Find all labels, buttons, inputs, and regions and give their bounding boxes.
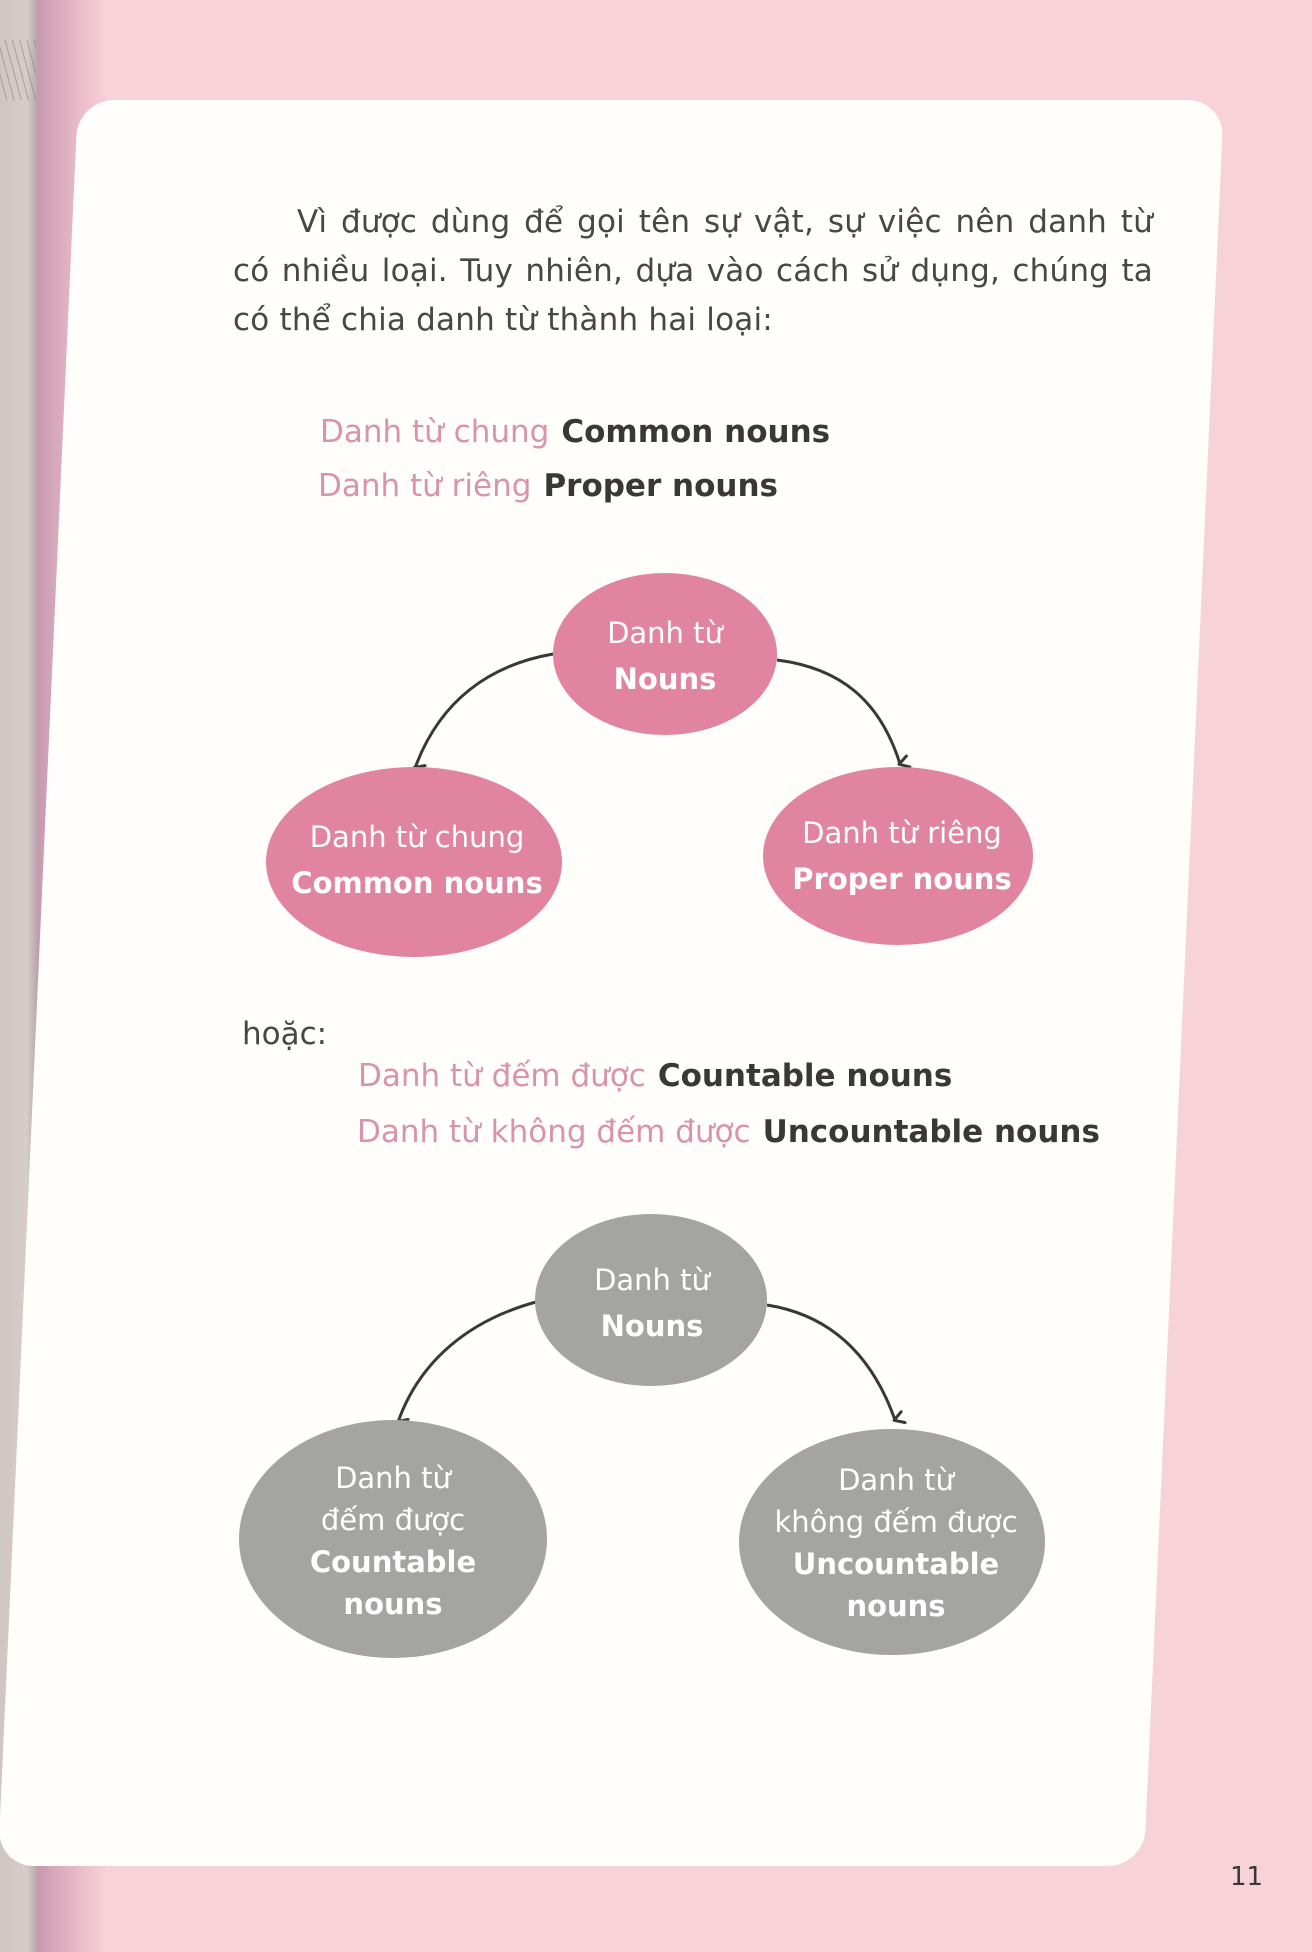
node-en-line2: nouns: [846, 1589, 946, 1623]
node-label-proper: Danh từ riêng Proper nouns: [792, 810, 1011, 902]
node-en-line1: Countable: [309, 1545, 477, 1579]
node-vi: Danh từ riêng: [802, 816, 1002, 850]
node-vi-line2: đếm được: [320, 1503, 466, 1537]
arrow-to-common: [415, 652, 554, 768]
node-vi: Danh từ chung: [309, 820, 525, 854]
arrow-to-uncountable: [766, 1303, 895, 1420]
node-en: Common nouns: [291, 866, 543, 900]
node-nouns-pink: [553, 573, 777, 735]
term-pair-countable: Danh từ đếm được Countable nouns: [358, 1058, 952, 1094]
arrow-to-proper: [776, 658, 900, 764]
node-label-countable: Danh từ đếm được Countable nouns: [310, 1457, 476, 1625]
node-proper-nouns: [763, 767, 1033, 945]
node-common-nouns: [266, 767, 562, 957]
node-vi: Danh từ: [594, 1263, 710, 1297]
term-vi: Danh từ riêng: [318, 468, 532, 504]
node-vi: Danh từ: [607, 616, 723, 650]
arrow-to-countable: [398, 1300, 537, 1422]
term-en: Proper nouns: [543, 468, 778, 504]
term-vi: Danh từ không đếm được: [357, 1114, 751, 1150]
node-en: Nouns: [613, 662, 717, 696]
node-countable-nouns: [239, 1420, 547, 1658]
node-vi-line2: không đếm được: [774, 1505, 1018, 1539]
term-vi: Danh từ chung: [320, 414, 550, 450]
page-number: 11: [1230, 1862, 1264, 1892]
term-en: Countable nouns: [657, 1058, 953, 1094]
term-pair-proper: Danh từ riêng Proper nouns: [318, 468, 778, 504]
binding-marks: [0, 40, 36, 100]
term-pair-uncountable: Danh từ không đếm được Uncountable nouns: [357, 1114, 1100, 1150]
term-en: Common nouns: [561, 414, 831, 450]
term-en: Uncountable nouns: [762, 1114, 1100, 1150]
diagram-proper-common: [266, 573, 1033, 957]
node-uncountable-nouns: [739, 1429, 1045, 1655]
node-label-uncountable: Danh từ không đếm được Uncountable nouns: [774, 1459, 1017, 1627]
node-en-line1: Uncountable: [792, 1547, 1000, 1581]
node-label-nouns-pink: Danh từ Nouns: [607, 610, 723, 702]
intro-paragraph: Vì được dùng để gọi tên sự vật, sự việc …: [233, 198, 1153, 345]
node-vi-line1: Danh từ: [335, 1461, 451, 1495]
node-label-nouns-grey: Danh từ Nouns: [594, 1257, 710, 1349]
node-vi-line1: Danh từ: [838, 1463, 954, 1497]
term-vi: Danh từ đếm được: [358, 1058, 646, 1094]
node-en: Proper nouns: [792, 862, 1012, 896]
node-nouns-grey: [535, 1214, 767, 1386]
node-en: Nouns: [600, 1309, 704, 1343]
intro-paragraph-text: Vì được dùng để gọi tên sự vật, sự việc …: [233, 204, 1153, 338]
node-label-common: Danh từ chung Common nouns: [291, 814, 542, 906]
diagram-countable-uncountable: [239, 1214, 1045, 1658]
or-label: hoặc:: [242, 1016, 328, 1052]
term-pair-common: Danh từ chung Common nouns: [320, 414, 830, 450]
node-en-line2: nouns: [343, 1587, 443, 1621]
